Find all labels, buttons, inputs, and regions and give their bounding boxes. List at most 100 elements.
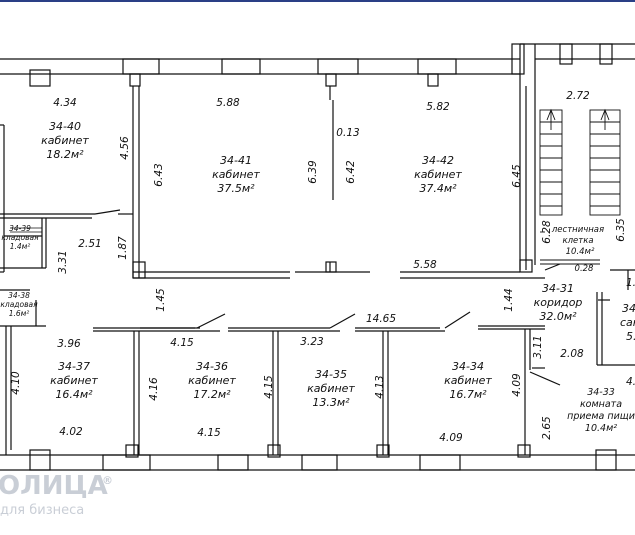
dimension-label: 4.16: [148, 377, 160, 401]
room-name: кабинет: [307, 382, 355, 395]
room-name-line2: приема пищи: [567, 411, 635, 422]
room-area: 16.4м²: [55, 388, 93, 401]
room-label-34-41: 34-41 кабинет 37.5м²: [212, 154, 260, 195]
room-name: кабинет: [444, 374, 492, 387]
room-label-34-34: 34-34 кабинет 16.7м²: [444, 360, 492, 401]
room-id: 34-: [622, 302, 635, 315]
dimension-labels: 4.34 5.88 5.82 2.72 0.13 4.56 6.43 6.39 …: [10, 90, 635, 444]
dimension-label: 4.10: [10, 371, 22, 395]
room-area: 32.0м²: [539, 310, 577, 323]
dimension-label: 5.82: [426, 101, 450, 113]
room-name: коридор: [534, 296, 583, 309]
room-area: 1.4м²: [10, 242, 31, 251]
dimension-label: 3.96: [57, 338, 81, 350]
dimension-label: 4.15: [197, 427, 221, 439]
room-id: 34-41: [220, 154, 252, 167]
dimension-label: 5.88: [216, 97, 240, 109]
dimension-label: 4.13: [374, 375, 386, 398]
room-label-34-37: 34-37 кабинет 16.4м²: [50, 360, 98, 401]
room-id: 34-31: [542, 282, 574, 295]
room-label-34-36: 34-36 кабинет 17.2м²: [188, 360, 236, 401]
dimension-label: 4.15: [170, 337, 194, 349]
room-id: 34-34: [452, 360, 484, 373]
watermark-tagline: для бизнеса: [0, 503, 84, 518]
room-area: 18.2м²: [46, 148, 84, 161]
room-name: кабинет: [41, 134, 89, 147]
room-area: 13.3м²: [312, 396, 350, 409]
dimension-label: 4.15: [263, 375, 275, 399]
dimension-label: 2.72: [566, 90, 590, 102]
storeroom-steps: [10, 227, 42, 233]
room-label-34-38: 34-38 кладовая 1.6м²: [0, 291, 38, 318]
room-name-line2: клетка: [562, 236, 593, 246]
room-label-34-40: 34-40 кабинет 18.2м²: [41, 120, 89, 161]
dimension-label: 1.45: [155, 288, 167, 312]
room-area: 1.6м²: [9, 309, 30, 318]
room-name: кладовая: [0, 300, 38, 309]
room-area: 10.4м²: [566, 247, 595, 257]
room-name: кабинет: [414, 168, 462, 181]
room-area: 37.4м²: [419, 182, 457, 195]
room-area: 37.5м²: [217, 182, 255, 195]
room-label-stair: лестничная клетка 10.4м²: [551, 225, 604, 257]
room-area: 16.7м²: [449, 388, 487, 401]
room-name-line1: комната: [580, 399, 622, 410]
dimension-label: 1.83: [626, 277, 635, 289]
room-label-partial-right: 34- сан 5.: [620, 302, 635, 343]
room-id: 34-42: [422, 154, 454, 167]
room-name: кабинет: [188, 374, 236, 387]
room-id: 34-33: [587, 387, 615, 398]
dimension-label: 6.28: [541, 220, 553, 244]
dimension-label: 2.08: [560, 348, 584, 360]
watermark-brand: ОЛИЦА: [0, 471, 108, 501]
room-labels: 34-40 кабинет 18.2м² 34-41 кабинет 37.5м…: [0, 120, 635, 434]
dimension-label: 6.43: [153, 163, 165, 186]
dimension-label: 1.44: [503, 288, 515, 311]
room-id: 34-37: [58, 360, 90, 373]
room-id: 34-36: [196, 360, 228, 373]
room-id: 34-38: [8, 291, 30, 300]
dimension-label: 6.45: [511, 164, 523, 188]
room-id: 34-39: [9, 224, 31, 233]
room-area: 5.: [626, 330, 635, 343]
watermark-registered: ®: [102, 474, 113, 487]
dimension-label: 4.09: [511, 373, 523, 397]
room-id: 34-40: [49, 120, 81, 133]
room-name-line1: лестничная: [551, 225, 604, 235]
dimension-label: 2.65: [541, 416, 553, 440]
dimension-label: 14.65: [366, 313, 396, 325]
room-label-34-39: 34-39 кладовая 1.4м²: [1, 224, 39, 251]
room-name: кабинет: [212, 168, 260, 181]
staircase: [539, 108, 621, 265]
dimension-label: 2.51: [78, 238, 101, 250]
room-name: сан: [620, 316, 635, 329]
dimension-label: 4.02: [59, 426, 83, 438]
dimension-label: 6.35: [615, 218, 627, 242]
dimension-label: 0.13: [336, 127, 359, 139]
room-area: 17.2м²: [193, 388, 231, 401]
dimension-label: 4.1: [626, 376, 635, 388]
room-name: кабинет: [50, 374, 98, 387]
dimension-label: 6.39: [307, 160, 319, 184]
room-id: 34-35: [315, 368, 347, 381]
dimension-label: 4.34: [53, 97, 76, 109]
dimension-label: 4.56: [119, 136, 131, 160]
dimension-label: 3.23: [300, 336, 323, 348]
room-label-34-31: 34-31 коридор 32.0м²: [534, 282, 583, 323]
dimension-label: 4.09: [439, 432, 463, 444]
room-label-34-35: 34-35 кабинет 13.3м²: [307, 368, 355, 409]
walls: [0, 43, 635, 471]
dimension-label: 3.31: [57, 250, 69, 273]
room-area: 10.4м²: [585, 423, 617, 434]
watermark: ОЛИЦА ® для бизнеса: [0, 471, 113, 518]
dimension-label: 5.58: [413, 259, 437, 271]
dimension-label: 0.28: [575, 264, 595, 274]
room-name: кладовая: [1, 233, 39, 242]
room-label-34-42: 34-42 кабинет 37.4м²: [414, 154, 462, 195]
dimension-label: 1.87: [117, 236, 129, 260]
dimension-label: 6.42: [345, 160, 357, 184]
room-label-34-33: 34-33 комната приема пищи 10.4м²: [567, 387, 635, 434]
dimension-label: 3.11: [532, 335, 544, 358]
